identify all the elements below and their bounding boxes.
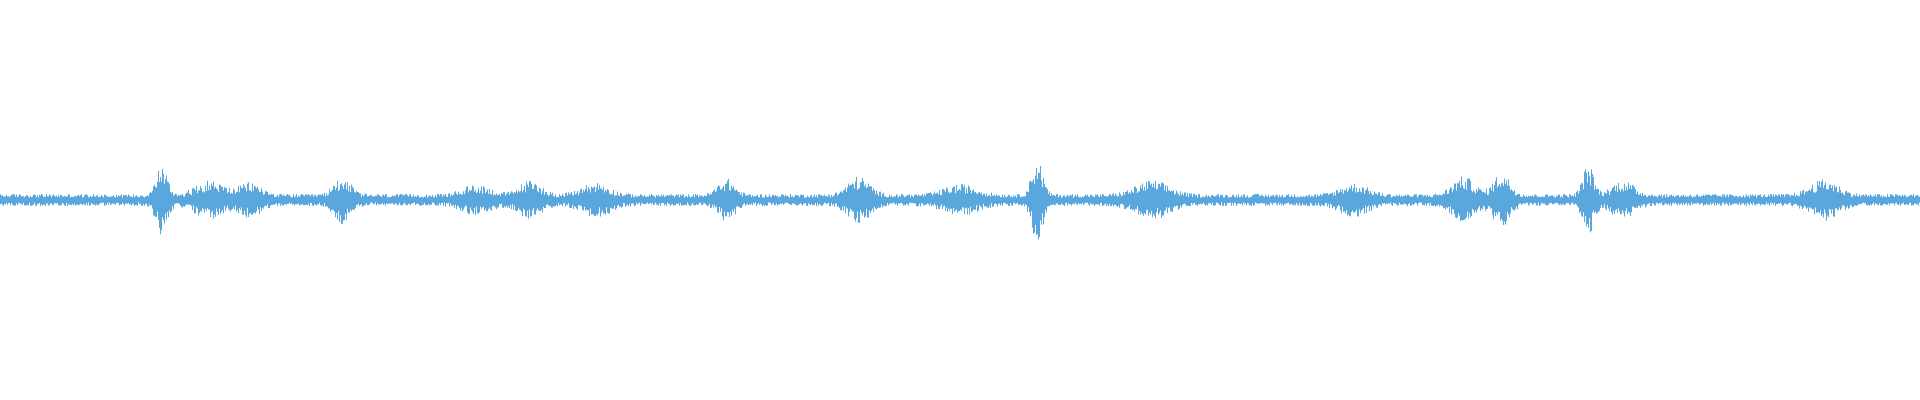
waveform-trace bbox=[0, 166, 1920, 240]
